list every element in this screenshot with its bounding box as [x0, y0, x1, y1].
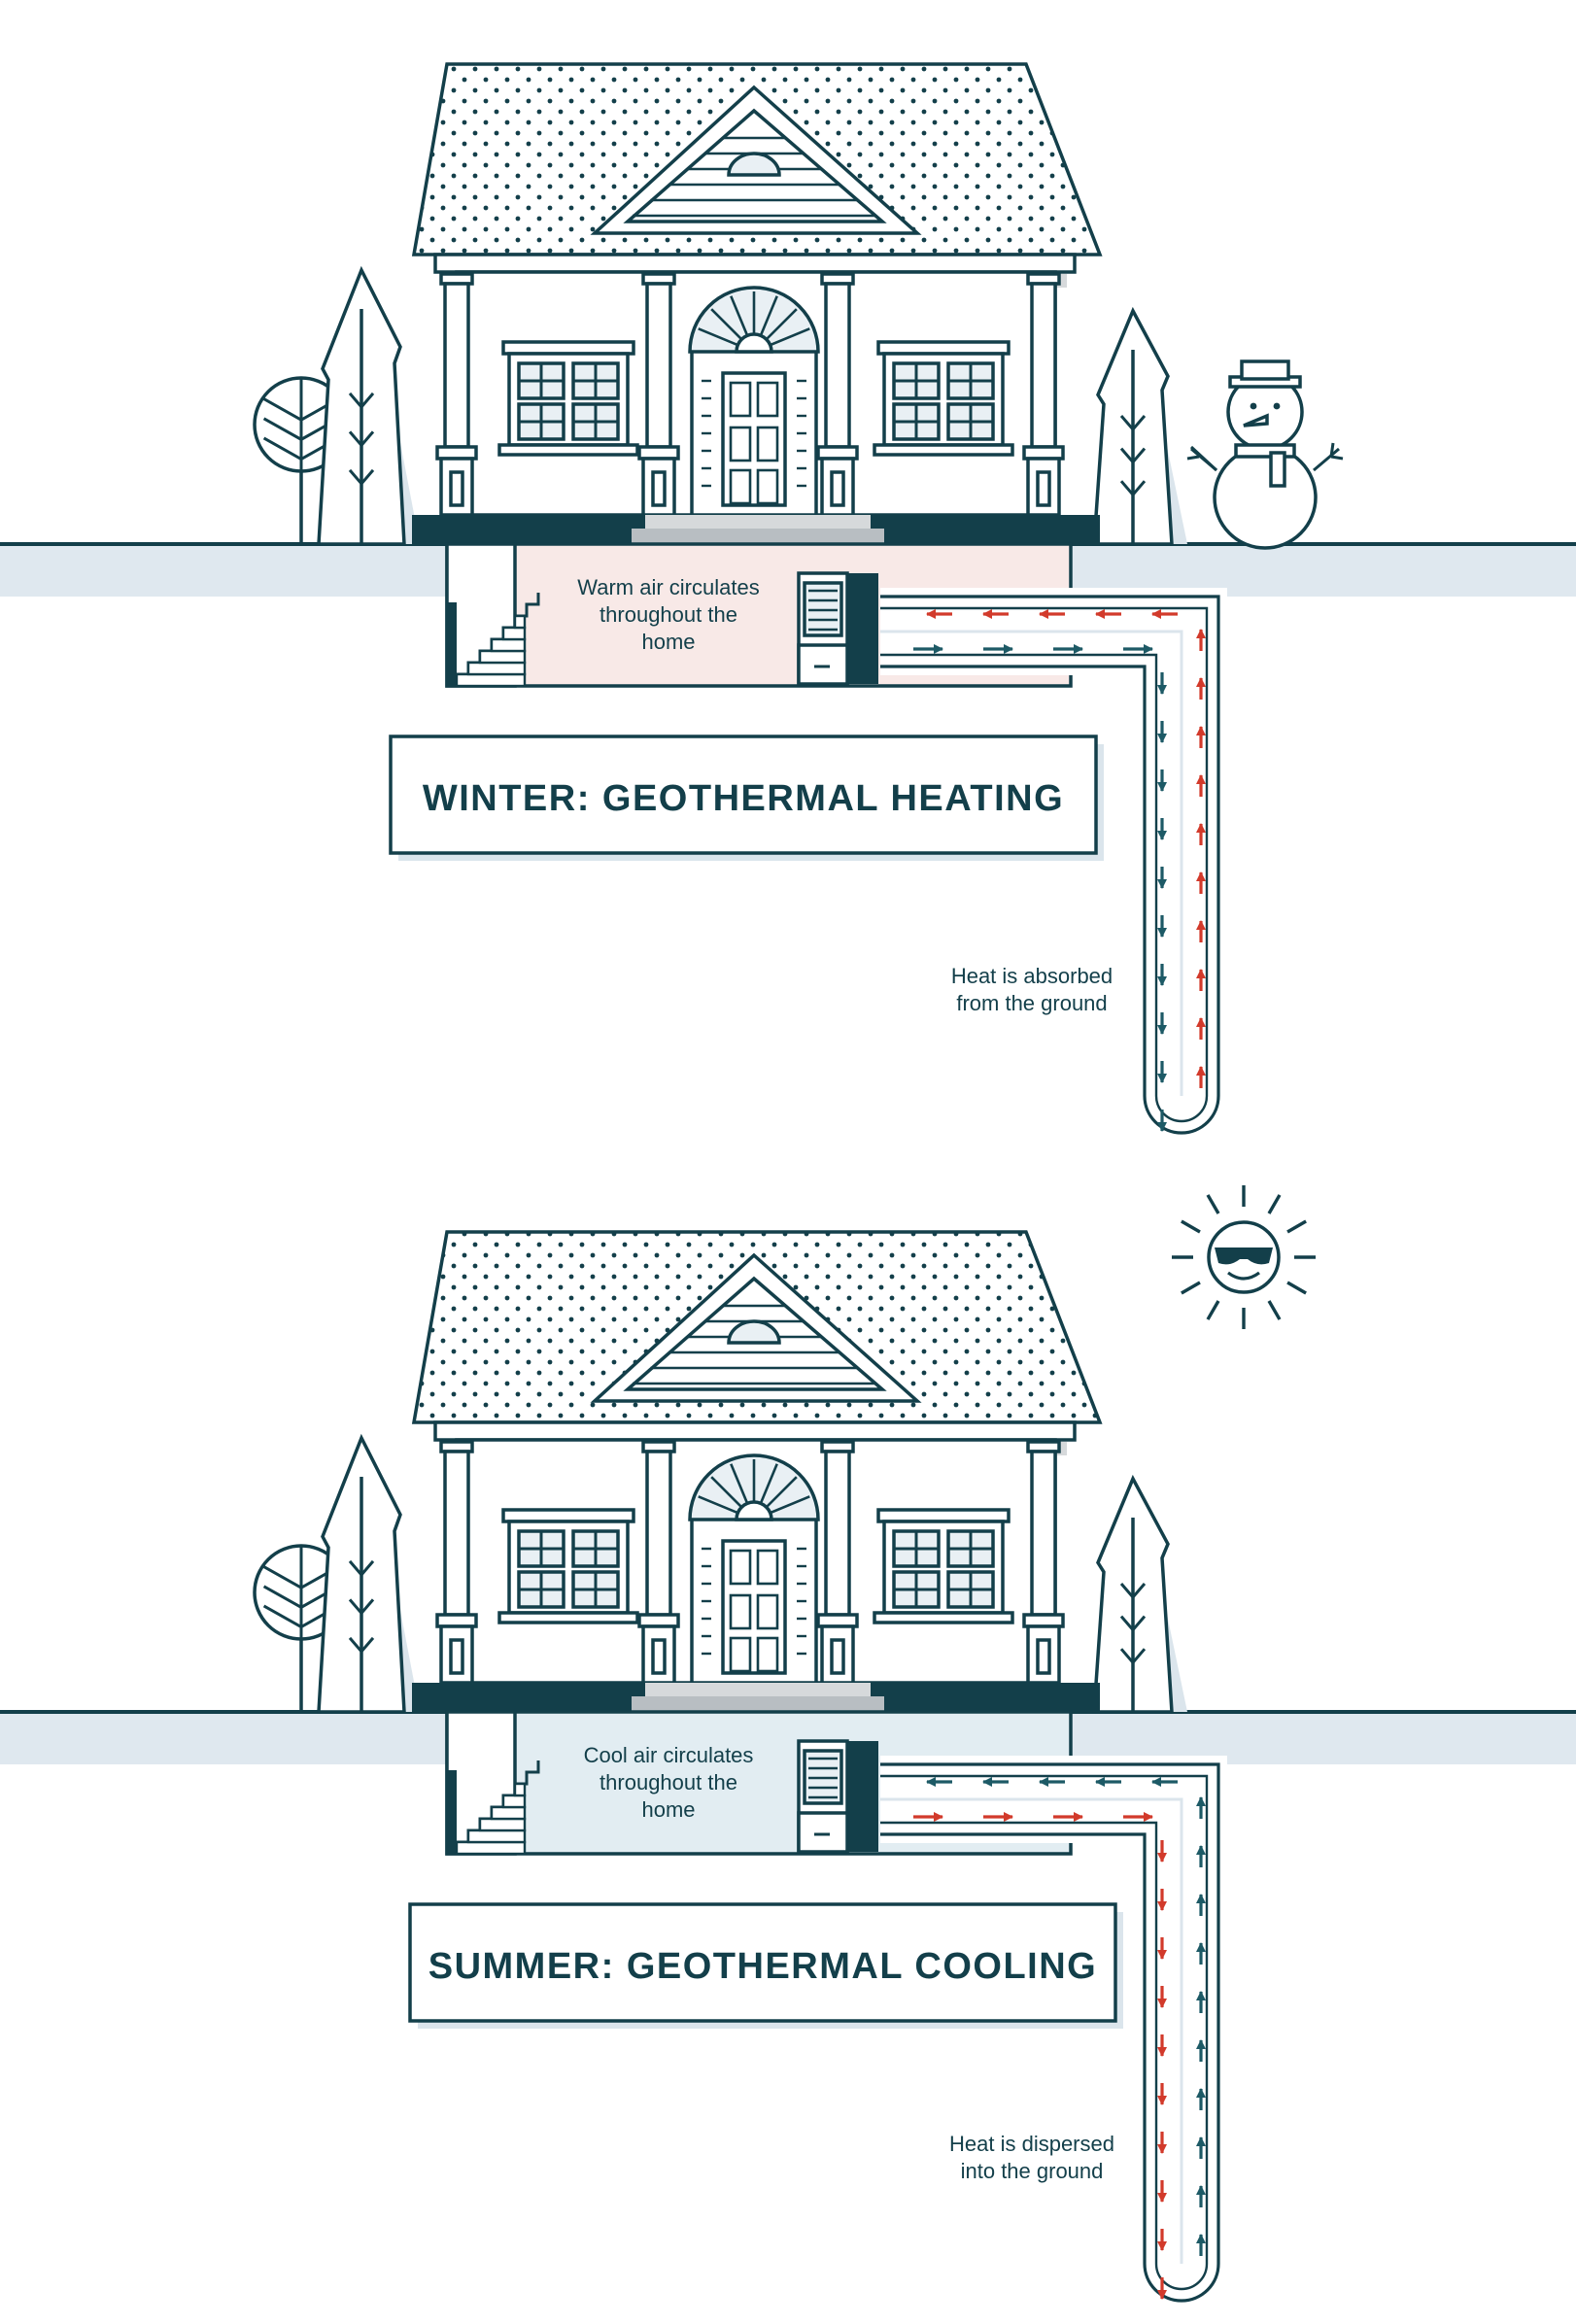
heat-pump-base	[799, 1813, 847, 1852]
snowman-body	[1215, 447, 1316, 548]
window-left-head	[503, 342, 634, 354]
ground-heat-label: Heat is dispersed into the ground	[949, 2132, 1114, 2183]
porch-step	[645, 1683, 871, 1696]
window-left-head	[503, 1510, 634, 1521]
snowman-hat	[1242, 361, 1288, 379]
sun-ray	[1208, 1195, 1218, 1213]
sun-with-sunglasses-icon	[1172, 1185, 1316, 1329]
porch-column-shaft	[826, 284, 849, 447]
house-air-label-line: throughout the	[600, 602, 737, 627]
porch-column-base-panel	[832, 1640, 843, 1673]
porch-column-shaft	[445, 284, 468, 447]
winter-panel: Warm air circulates throughout the homeWIN…	[0, 64, 1576, 1133]
porch-column-base-panel	[451, 472, 463, 505]
porch-column-base-panel	[653, 472, 665, 505]
porch-column-base-panel	[1038, 472, 1049, 505]
window-right-head	[878, 1510, 1009, 1521]
porch-column-base-panel	[451, 1640, 463, 1673]
pipe-fill	[880, 1782, 1201, 2283]
house-air-label-line: Warm air circulates	[577, 575, 759, 599]
pipe-fill	[880, 614, 1201, 1115]
porch-column-capital	[437, 1615, 476, 1626]
ground-heat-label-line: Heat is absorbed	[951, 964, 1113, 988]
porch-column-shaft	[1032, 284, 1055, 447]
porch-column-shaft	[445, 1452, 468, 1615]
ground-heat-label: Heat is absorbed from the ground	[951, 964, 1113, 1015]
porch-column-base-panel	[1038, 1640, 1049, 1673]
panel-title: WINTER: GEOTHERMAL HEATING	[423, 778, 1064, 819]
porch-column-capital	[437, 447, 476, 459]
window-right-sill	[874, 1613, 1012, 1623]
sun-ray	[1269, 1195, 1280, 1213]
sun-ray	[1208, 1301, 1218, 1319]
porch-column-capital	[1024, 447, 1063, 459]
ground-heat-label-line: Heat is dispersed	[949, 2132, 1114, 2156]
porch-column-capital	[1024, 1615, 1063, 1626]
porch-column-shaft	[1032, 1452, 1055, 1615]
eave-band	[435, 1422, 1075, 1440]
front-door	[723, 373, 785, 505]
porch-column-base-panel	[832, 472, 843, 505]
window-right-head	[878, 342, 1009, 354]
house-air-label-line: Cool air circulates	[584, 1743, 754, 1767]
porch-step-lower	[632, 1696, 884, 1712]
heat-pump-side	[847, 1741, 878, 1852]
window-left-sill	[499, 445, 637, 455]
house-air-label-line: throughout the	[600, 1770, 737, 1794]
house-air-label-line: home	[641, 1797, 695, 1822]
ground-heat-label-line: into the ground	[961, 2159, 1104, 2183]
sun-ray	[1182, 1282, 1200, 1293]
sun-ray	[1287, 1221, 1306, 1232]
house-air-label-line: home	[641, 630, 695, 654]
sun-ray	[1269, 1301, 1280, 1319]
porch-column-shaft	[647, 284, 670, 447]
front-door	[723, 1541, 785, 1673]
ground-heat-label-line: from the ground	[956, 991, 1107, 1015]
porch-column-capital	[818, 447, 857, 459]
window-right-sill	[874, 445, 1012, 455]
heat-pump-side	[847, 573, 878, 684]
sun-ray	[1182, 1221, 1200, 1232]
porch-column-capital	[818, 1615, 857, 1626]
sun-ray	[1287, 1282, 1306, 1293]
snowman-scarf-tail	[1271, 453, 1285, 486]
window-left-sill	[499, 1613, 637, 1623]
porch-step	[645, 515, 871, 529]
porch-column-capital	[639, 1615, 678, 1626]
panel-title: SUMMER: GEOTHERMAL COOLING	[428, 1946, 1098, 1987]
porch-column-base-panel	[653, 1640, 665, 1673]
stair-wall	[447, 1770, 457, 1854]
stair-wall	[447, 602, 457, 686]
summer-panel: Cool air circulates throughout the homeSUM…	[0, 1185, 1576, 2301]
porch-column-shaft	[826, 1452, 849, 1615]
porch-step-lower	[632, 529, 884, 544]
porch-column-capital	[639, 447, 678, 459]
snowman-icon	[1187, 361, 1343, 548]
eave-band	[435, 255, 1075, 272]
heat-pump-base	[799, 645, 847, 684]
porch-column-shaft	[647, 1452, 670, 1615]
